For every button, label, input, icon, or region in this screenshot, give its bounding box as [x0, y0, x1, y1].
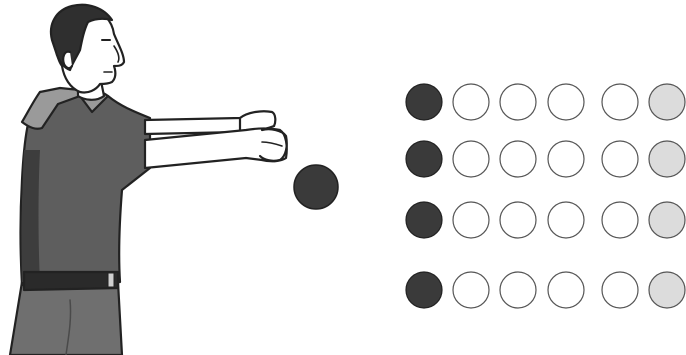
grid-dot-white [602, 84, 638, 120]
grid-dot-light-gray [649, 84, 685, 120]
thrown-ball [294, 165, 338, 209]
grid-dot-white [548, 272, 584, 308]
grid-dot-white [500, 84, 536, 120]
grid-dot-white [500, 272, 536, 308]
grid-dot-white [500, 141, 536, 177]
grid-dot-white [548, 202, 584, 238]
dot-grid [406, 84, 685, 308]
person-pants [10, 282, 122, 355]
grid-dot-white [548, 141, 584, 177]
grid-dot-dark [406, 202, 442, 238]
grid-dot-dark [406, 84, 442, 120]
grid-dot-white [453, 202, 489, 238]
grid-dot-white [500, 202, 536, 238]
grid-dot-white [602, 272, 638, 308]
grid-dot-light-gray [649, 141, 685, 177]
grid-dot-white [548, 84, 584, 120]
grid-dot-white [602, 141, 638, 177]
person-figure [10, 5, 287, 355]
grid-dot-white [453, 141, 489, 177]
grid-dot-white [453, 84, 489, 120]
grid-dot-white [602, 202, 638, 238]
grid-dot-white [453, 272, 489, 308]
grid-dot-dark [406, 272, 442, 308]
grid-dot-light-gray [649, 202, 685, 238]
person-belt [24, 272, 118, 290]
grid-dot-dark [406, 141, 442, 177]
grid-dot-light-gray [649, 272, 685, 308]
